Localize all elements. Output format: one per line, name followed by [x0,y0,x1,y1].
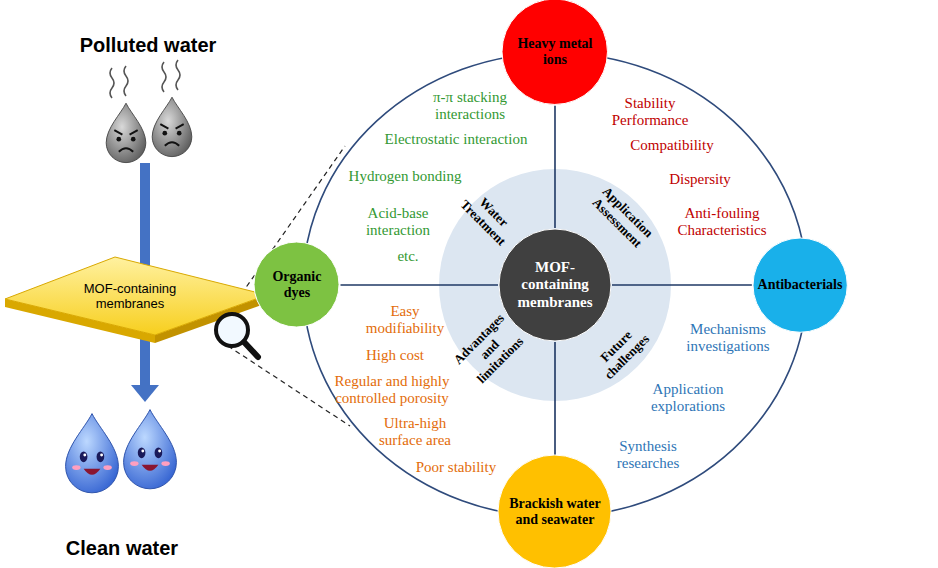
label-holder: etc. [397,248,418,265]
node-label: MOF-containing membranes [510,259,600,311]
feature-label: Ultra-high surface area [365,415,465,450]
label-holder: Easy modifiability [360,303,450,338]
label-holder: Application explorations [638,381,738,416]
feature-label: etc. [397,248,418,265]
label-holder: Dispersity [669,171,731,188]
node-label: Heavy metal ions [509,36,601,68]
label-holder: Clean water [66,537,178,560]
node-label: Brackish water and seawater [505,496,605,528]
feature-label: Synthesis researches [603,438,693,473]
circle-fill [502,0,607,105]
feature-label: Mechanisms investigations [678,321,778,356]
label-holder: Compatibility [630,137,713,154]
label-holder: Stability Performance [603,95,698,130]
label-holder: π-π stacking interactions [415,89,525,124]
node-label: Antibacterials [758,277,843,293]
label-holder: Mechanisms investigations [678,321,778,356]
circle-fill [499,229,611,341]
label-holder: Polluted water [80,34,217,57]
category-circle: Organic dyes [253,241,340,328]
flow-arrow [131,336,159,402]
category-circle: Antibacterials [752,237,848,333]
label-holder: Anti-fouling Characteristics [672,205,772,240]
outer-ring [303,53,807,517]
feature-label: High cost [366,347,424,364]
axis-connector [341,284,499,286]
label-holder: Acid-base interaction [358,205,438,240]
feature-label: Acid-base interaction [358,205,438,240]
circle-fill [753,238,847,332]
label-holder: Synthesis researches [603,438,693,473]
feature-label: Electrostatic interaction [385,131,528,148]
feature-label: Compatibility [630,137,713,154]
stage-label: Clean water [66,537,178,560]
feature-label: Poor stability [416,459,496,476]
feature-label: π-π stacking interactions [415,89,525,124]
feature-label: Hydrogen bonding [349,168,462,185]
flow-arrow [140,163,150,267]
polluted-drop [152,97,192,156]
zoom-lines [226,146,350,426]
circle-fill [498,455,611,568]
axis-connector [612,284,752,286]
node-label: Organic dyes [262,269,332,301]
ring-fill [439,169,671,401]
feature-label: Anti-fouling Characteristics [672,205,772,240]
magnifier-icon [216,314,258,357]
feature-label: Application explorations [638,381,738,416]
feature-label: Stability Performance [603,95,698,130]
clean-drop [124,410,177,489]
membrane-slab: MOF-containing membranes [5,255,267,343]
feature-label: Regular and highly controlled porosity [330,373,455,408]
label-holder: Regular and highly controlled porosity [330,373,455,408]
axis-connector [554,106,556,228]
category-circle: Heavy metal ions [501,0,608,106]
odor-lines [110,60,180,98]
clean-drop [66,414,119,493]
circle-fill [254,242,339,327]
node-label: MOF-containing membranes [70,282,190,312]
label-holder: High cost [366,347,424,364]
label-holder: Hydrogen bonding [349,168,462,185]
label-holder: Poor stability [416,459,496,476]
core-circle: MOF-containing membranes [498,228,612,342]
label-holder: Electrostatic interaction [385,131,528,148]
axis-connector [554,342,556,454]
slab-top [5,257,267,335]
polluted-drop [106,103,146,162]
label-holder: Ultra-high surface area [365,415,465,450]
category-circle: Brackish water and seawater [497,454,612,568]
theme-ring: Water TreatmentApplication AssessmentAdv… [439,169,671,401]
circle-shape [497,454,612,568]
feature-label: Easy modifiability [360,303,450,338]
stage-label: Polluted water [80,34,217,57]
feature-label: Dispersity [669,171,731,188]
